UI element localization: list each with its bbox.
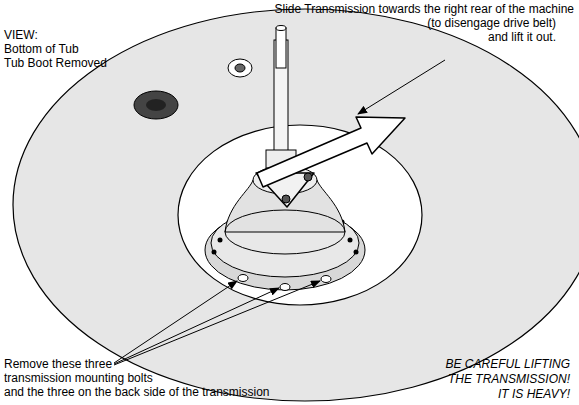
warning-note: IT IS HEAVY! — [498, 387, 570, 401]
small-hole — [228, 59, 252, 77]
mounting-bolt — [280, 284, 290, 291]
leader-line — [114, 281, 320, 365]
instruction-text: Bottom of Tub — [4, 42, 79, 56]
instruction-text: transmission mounting bolts — [4, 371, 153, 385]
instruction-text: Remove these three — [4, 357, 112, 371]
instruction-text: Slide Transmission towards the right rea… — [275, 2, 574, 16]
mounting-bolt — [321, 276, 331, 283]
instruction-text: Tub Boot Removed — [4, 56, 107, 70]
warning-note: BE CAREFUL LIFTING — [446, 357, 570, 371]
direction-arrow — [257, 117, 405, 187]
tub-opening — [178, 125, 422, 305]
warning-note: THE TRANSMISSION! — [448, 372, 570, 386]
instruction-text: and the three on the back side of the tr… — [4, 385, 270, 399]
drain-hole — [134, 91, 178, 119]
instruction-text: (to disengage drive belt) — [427, 16, 556, 30]
leader-line — [114, 288, 279, 364]
mounting-bolt — [238, 275, 248, 282]
instruction-text: VIEW: — [4, 28, 38, 42]
instruction-text: and lift it out. — [488, 30, 556, 44]
leader-line — [358, 60, 445, 114]
